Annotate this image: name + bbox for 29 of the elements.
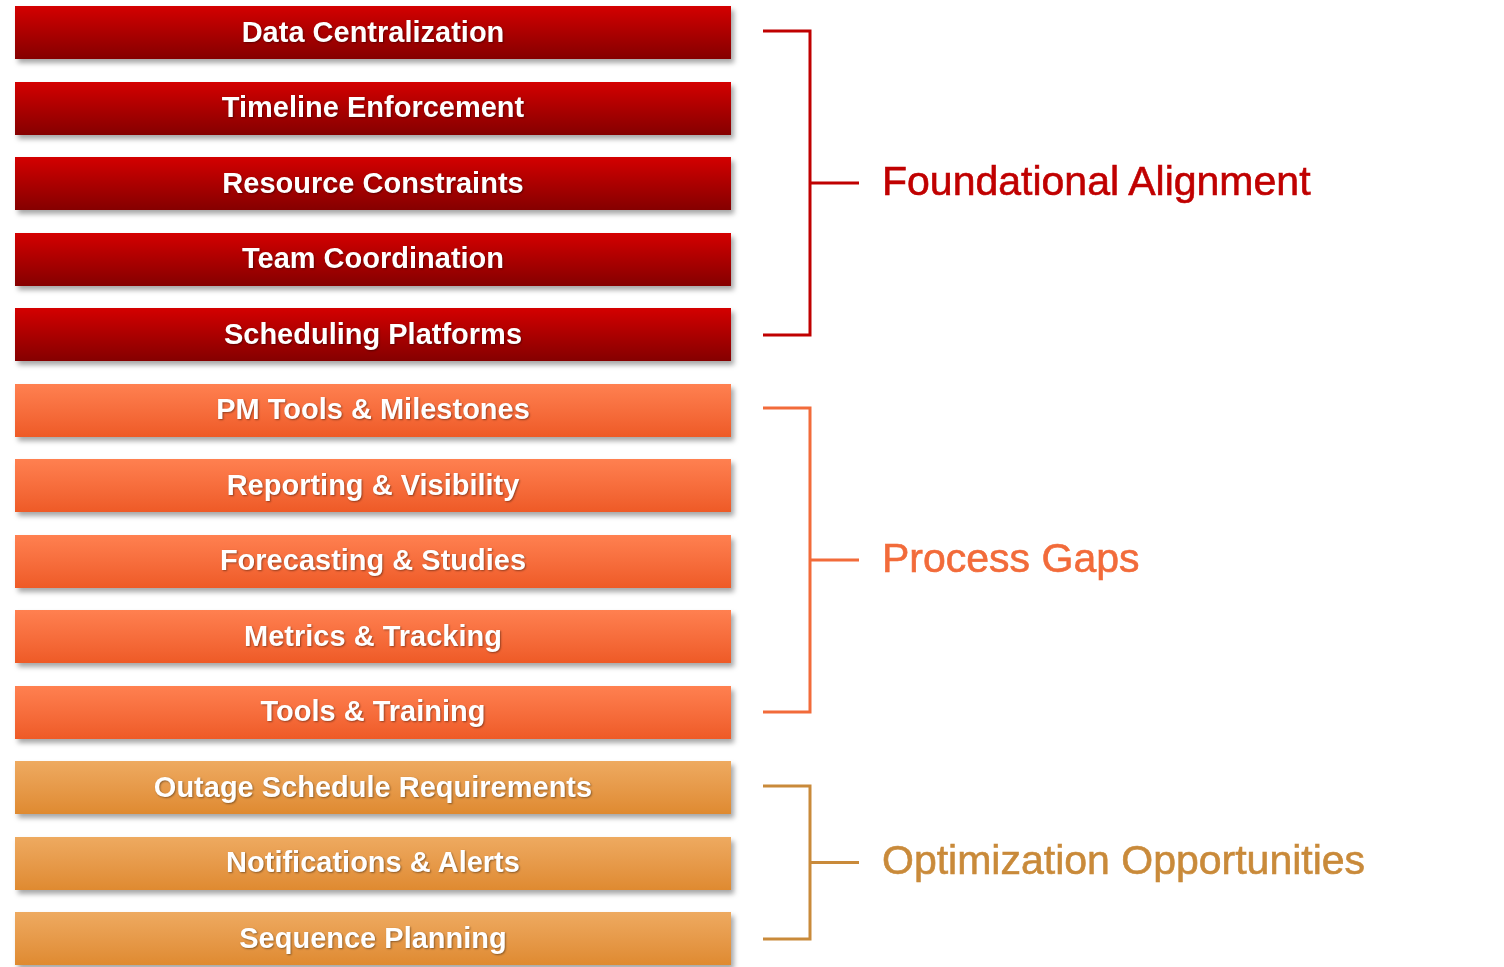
bar-label: Forecasting & Studies: [219, 543, 527, 579]
bar-label: Timeline Enforcement: [221, 90, 525, 126]
category-bar: [15, 157, 731, 210]
category-bar: [15, 81, 731, 135]
group-label: Foundational Alignment: [882, 160, 1311, 202]
bar-label: Tools & Training: [260, 694, 486, 730]
category-bar: [15, 459, 731, 512]
category-bar: [15, 836, 731, 890]
bar-label: Notifications & Alerts: [226, 845, 520, 881]
category-bar: [15, 6, 731, 59]
bar-label: Metrics & Tracking: [244, 618, 502, 654]
category-bar: [15, 383, 731, 437]
bar-label: Outage Schedule Requirements: [153, 769, 593, 805]
category-bar: [15, 685, 731, 739]
category-bar: [15, 534, 731, 588]
category-bar: [15, 610, 731, 663]
category-bar: [15, 308, 731, 361]
bar-label: Team Coordination: [241, 241, 505, 277]
bar-label: Resource Constraints: [222, 165, 524, 201]
bar-label: Sequence Planning: [239, 920, 507, 956]
group-label: Optimization Opportunities: [882, 840, 1366, 881]
group-label: Process Gaps: [882, 538, 1140, 579]
bar-label: PM Tools & Milestones: [216, 392, 530, 428]
bar-label: Reporting & Visibility: [226, 467, 520, 503]
category-bar: [15, 232, 731, 286]
category-bar: [15, 912, 731, 965]
category-bar: [15, 761, 731, 814]
bar-label: Data Centralization: [241, 14, 505, 50]
bar-label: Scheduling Platforms: [223, 316, 523, 352]
